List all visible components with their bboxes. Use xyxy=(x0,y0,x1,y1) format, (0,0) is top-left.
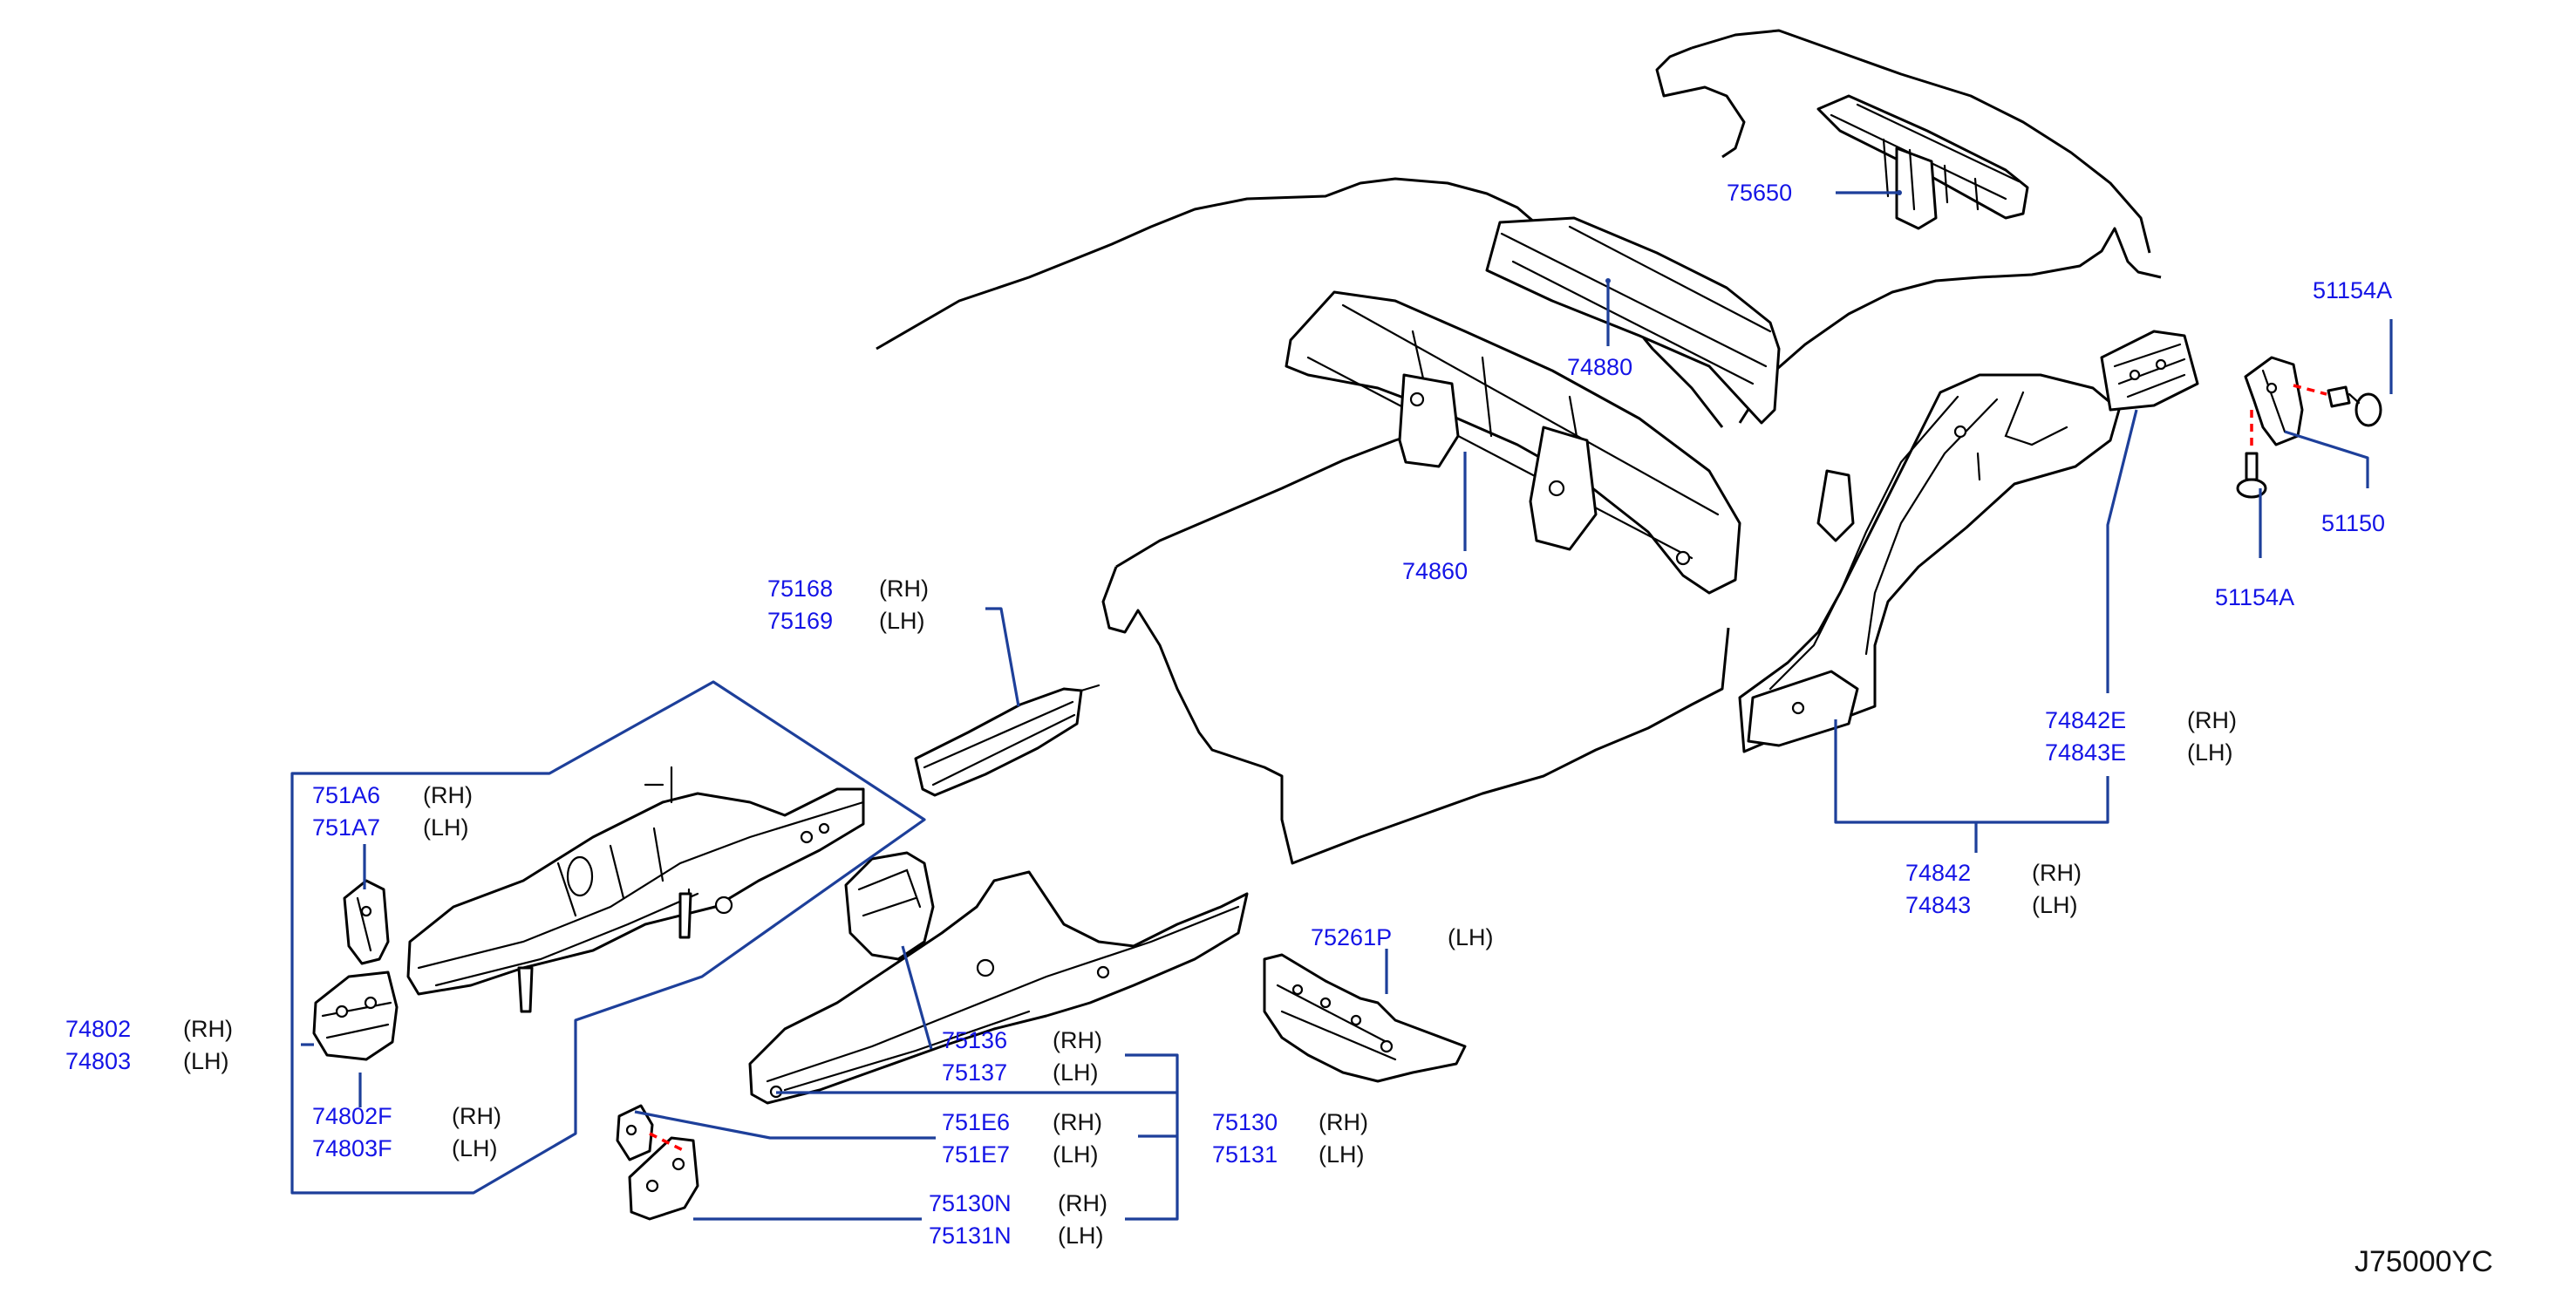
part-75168-channel xyxy=(914,684,1101,797)
label-74803[interactable]: 74803 xyxy=(65,1048,132,1074)
label-51150[interactable]: 51150 xyxy=(2321,510,2386,536)
part-74802-front-side-member xyxy=(406,766,865,1013)
part-74842-rear-side-member xyxy=(1738,373,2121,753)
label-74842E[interactable]: 74842E xyxy=(2045,707,2127,733)
label-74842[interactable]: 74842 xyxy=(1905,860,1972,886)
diagram-code: J75000YC xyxy=(2355,1245,2493,1278)
part-751E6-bracket xyxy=(616,1104,654,1161)
label-74802[interactable]: 74802 xyxy=(65,1016,132,1042)
label-51154A-bottom[interactable]: 51154A xyxy=(2215,584,2295,610)
part-75130-member xyxy=(748,870,1249,1105)
label-74860[interactable]: 74860 xyxy=(1402,558,1469,584)
label-51154A-top[interactable]: 51154A xyxy=(2313,277,2393,303)
label-751E6[interactable]: 751E6 xyxy=(942,1109,1011,1135)
label-74802F-side: (RH) xyxy=(452,1103,501,1129)
label-75131N[interactable]: 75131N xyxy=(929,1222,1012,1249)
label-751A6-side: (RH) xyxy=(423,782,473,808)
label-75261P-side: (LH) xyxy=(1448,924,1494,950)
label-74843-side: (LH) xyxy=(2032,892,2078,918)
part-74842E-bracket xyxy=(2100,330,2199,412)
label-74803F[interactable]: 74803F xyxy=(312,1135,392,1161)
label-75136-side: (RH) xyxy=(1053,1027,1102,1053)
part-75136-wheelhouse xyxy=(844,851,935,961)
label-751A6[interactable]: 751A6 xyxy=(312,782,381,808)
label-74843[interactable]: 74843 xyxy=(1905,892,1972,918)
label-74843E[interactable]: 74843E xyxy=(2045,739,2127,766)
label-751A7[interactable]: 751A7 xyxy=(312,814,381,841)
part-751A6-gusset xyxy=(343,879,390,965)
label-74843E-side: (LH) xyxy=(2187,739,2233,766)
label-74803-side: (LH) xyxy=(183,1048,229,1074)
label-75130[interactable]: 75130 xyxy=(1212,1109,1278,1135)
leader-lines xyxy=(290,191,2393,1221)
label-75168[interactable]: 75168 xyxy=(767,575,834,602)
part-51154A-bolt-side xyxy=(2327,385,2382,427)
label-751A7-side: (LH) xyxy=(423,814,469,841)
label-74802F[interactable]: 74802F xyxy=(312,1103,392,1129)
label-75131-side: (LH) xyxy=(1319,1141,1365,1168)
label-75136[interactable]: 75136 xyxy=(942,1027,1008,1053)
label-751E7-side: (LH) xyxy=(1053,1141,1099,1168)
label-75168-side: (RH) xyxy=(879,575,929,602)
leader-anchor-dots xyxy=(1605,190,1902,283)
label-75130N[interactable]: 75130N xyxy=(929,1190,1012,1216)
fastener-axis-751E6 xyxy=(649,1132,685,1153)
part-51154A-bolt-bottom xyxy=(2236,452,2267,499)
part-75650-rear-crossmember xyxy=(1816,94,2029,230)
label-74842-side: (RH) xyxy=(2032,860,2082,886)
fastener-axis-side xyxy=(2293,384,2327,396)
part-51150-bracket xyxy=(2244,356,2304,446)
label-75131[interactable]: 75131 xyxy=(1212,1141,1278,1168)
label-75130-side: (RH) xyxy=(1319,1109,1368,1135)
part-75261P-bracket xyxy=(1263,953,1467,1083)
label-751E6-side: (RH) xyxy=(1053,1109,1102,1135)
label-74880[interactable]: 74880 xyxy=(1567,354,1633,380)
label-75137[interactable]: 75137 xyxy=(942,1059,1008,1086)
label-74803F-side: (LH) xyxy=(452,1135,498,1161)
label-75130N-side: (RH) xyxy=(1058,1190,1107,1216)
label-75169[interactable]: 75169 xyxy=(767,608,834,634)
label-74802-side: (RH) xyxy=(183,1016,233,1042)
label-75650[interactable]: 75650 xyxy=(1727,180,1793,206)
label-751E7[interactable]: 751E7 xyxy=(942,1141,1011,1168)
label-75131N-side: (LH) xyxy=(1058,1222,1104,1249)
label-75137-side: (LH) xyxy=(1053,1059,1099,1086)
part-74802F-bracket xyxy=(312,970,399,1061)
part-75130N-bracket xyxy=(628,1136,699,1221)
part-74860-front-crossmember xyxy=(1285,290,1741,595)
label-74842E-side: (RH) xyxy=(2187,707,2237,733)
part-74880-crossmember xyxy=(1485,216,1781,425)
label-75261P[interactable]: 75261P xyxy=(1311,924,1393,950)
label-75169-side: (LH) xyxy=(879,608,925,634)
